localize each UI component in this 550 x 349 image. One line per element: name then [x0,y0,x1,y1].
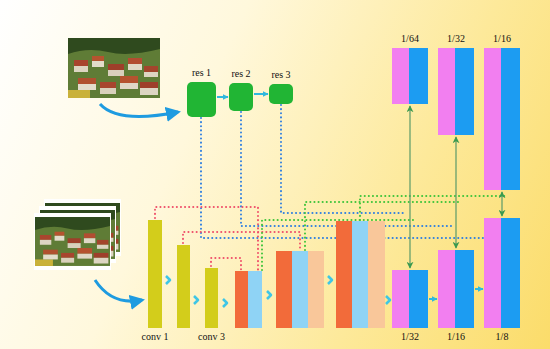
flow-arrow [254,93,268,95]
input-arrow [100,104,178,117]
chevron [166,276,170,284]
upsample-link [455,137,456,248]
layer-label: 1/16 [493,33,511,45]
upsample-link [409,106,410,268]
decoder-block [336,221,352,328]
decoder-block [235,271,248,328]
layer-label: 1/64 [401,33,419,45]
feature-map: 1/16 [438,250,474,328]
flow-arrow [475,288,483,290]
layer-label: 1/8 [496,331,509,343]
residual-block: res 1 [187,82,216,117]
chevron [267,291,271,299]
feature-map: 1/16 [484,48,520,190]
skip-line [241,112,452,226]
skip-line [183,232,300,250]
chevron [223,299,227,307]
photo-frame [34,213,111,270]
layer-label: 1/32 [401,331,419,343]
layer-label: res 1 [192,67,211,79]
layer-label: conv 1 [142,331,169,343]
feature-map: 1/8 [484,218,520,328]
decoder-block [368,221,385,328]
layer-label: res 3 [271,69,290,81]
residual-block: res 2 [229,83,253,111]
skip-line [281,105,406,213]
skip-line [155,207,258,270]
decoder-block [292,251,308,328]
layer-label: conv 3 [198,331,225,343]
input-frame [35,217,110,266]
conv-layer: conv 1 [148,220,162,328]
decoder-block [308,251,324,328]
layer-label: res 2 [231,68,250,80]
flow-arrow [429,298,437,300]
skip-line [360,196,506,220]
flow-chevrons [166,276,390,307]
chevron [194,296,198,304]
flow-arrow [217,96,228,98]
chevron [328,276,332,284]
layer-label: 1/32 [447,33,465,45]
input-arrow [95,280,142,301]
input-photo [68,38,160,98]
feature-map: 1/32 [438,48,474,135]
conv-layer [177,245,190,328]
upsample-link [501,192,502,216]
decoder-block [276,251,292,328]
chevron [386,296,390,304]
residual-block: res 3 [269,84,293,104]
feature-map: 1/32 [392,270,428,328]
decoder-block [248,271,262,328]
decoder-block [352,221,368,328]
feature-map: 1/64 [392,48,428,104]
conv-layer: conv 3 [205,268,218,328]
layer-label: 1/16 [447,331,465,343]
